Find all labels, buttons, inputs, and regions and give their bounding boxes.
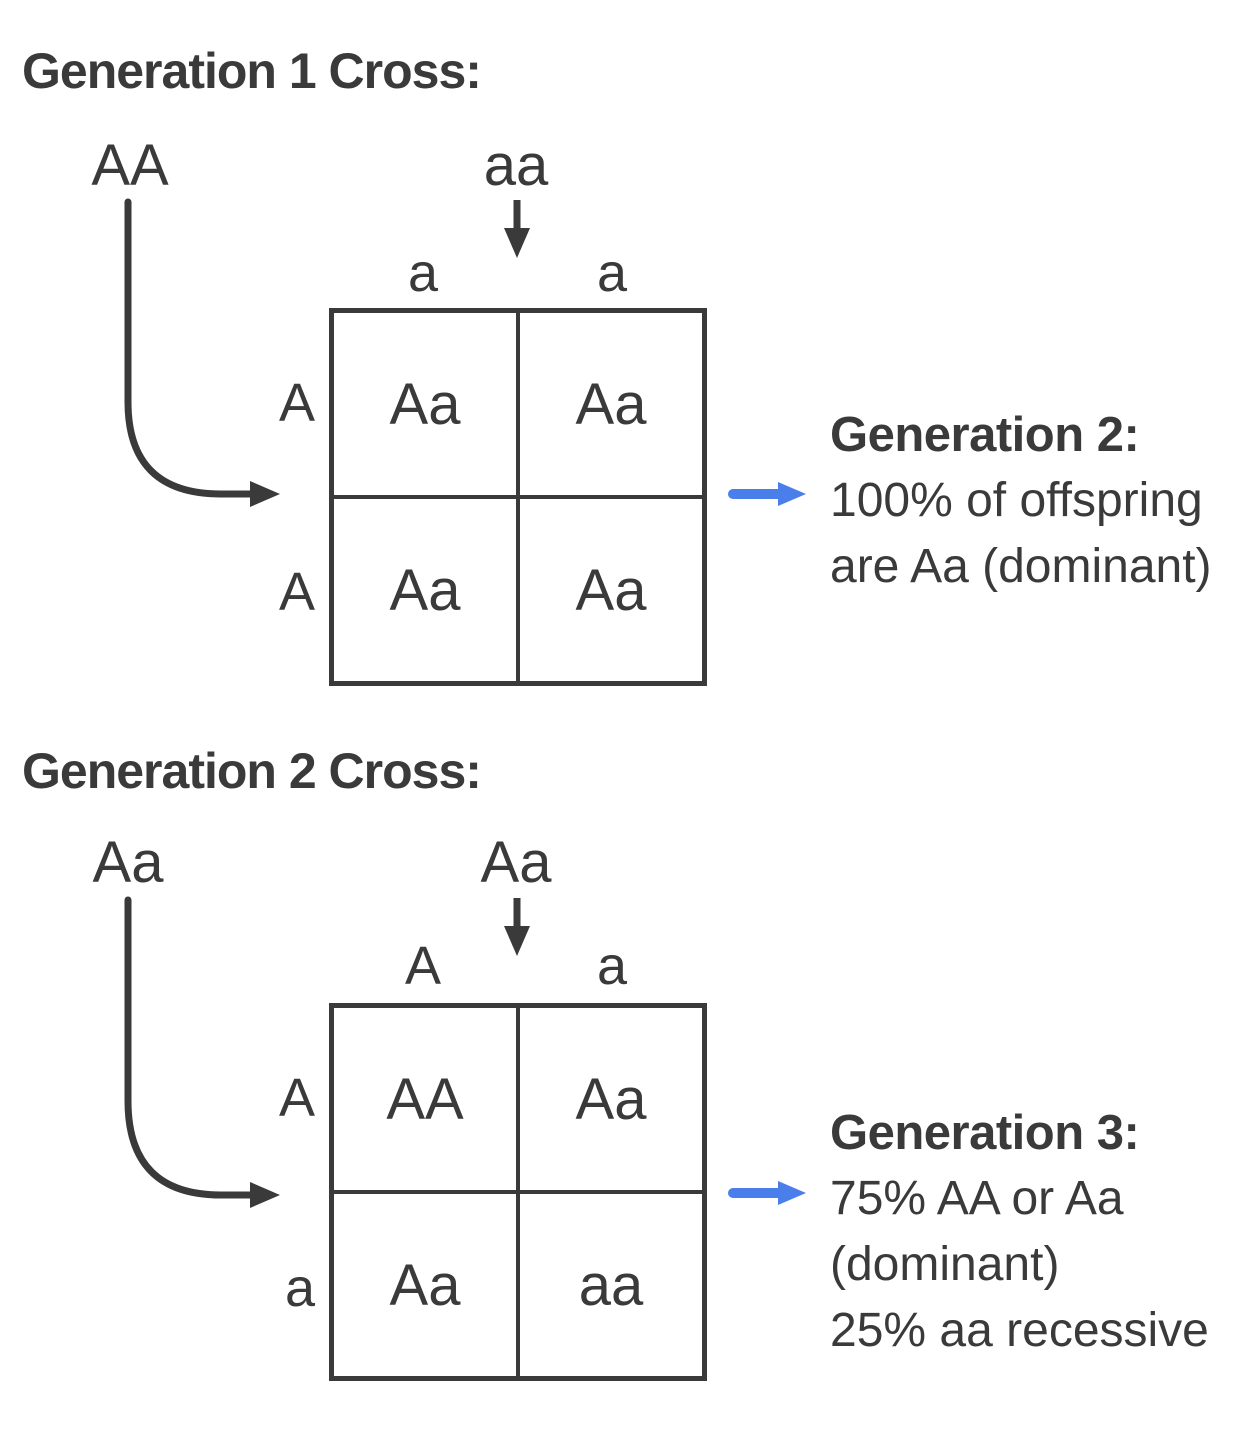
result-block: Generation 2: 100% of offspring are Aa (… xyxy=(830,402,1250,600)
parent-genotype-left: Aa xyxy=(92,830,164,895)
punnett-square: AA Aa Aa aa xyxy=(329,1003,707,1381)
section1-heading: Generation 1 Cross: xyxy=(22,43,482,99)
result-line: 25% aa recessive xyxy=(830,1304,1209,1357)
punnett-cell: Aa xyxy=(518,497,702,681)
punnett-cell: Aa xyxy=(518,1008,702,1192)
result-title: Generation 2: xyxy=(830,408,1140,462)
punnett-cell: AA xyxy=(334,1008,518,1192)
row-header: A xyxy=(278,373,315,433)
col-header: a xyxy=(596,936,628,996)
punnett-cell: Aa xyxy=(334,313,518,497)
punnett-cell: Aa xyxy=(334,1192,518,1376)
result-line: are Aa (dominant) xyxy=(830,540,1212,593)
punnett-cell: Aa xyxy=(334,497,518,681)
curved-cross-arrow-icon xyxy=(124,896,280,1208)
col-header: a xyxy=(596,243,628,303)
row-header: a xyxy=(284,1258,315,1318)
result-title: Generation 3: xyxy=(830,1106,1140,1160)
row-header: A xyxy=(278,562,315,622)
section2-heading: Generation 2 Cross: xyxy=(22,743,482,799)
punnett-cell: aa xyxy=(518,1192,702,1376)
row-header: A xyxy=(278,1068,315,1128)
result-line: 100% of offspring xyxy=(830,474,1203,527)
col-header: a xyxy=(407,243,439,303)
result-line: 75% AA or Aa xyxy=(830,1172,1124,1225)
parent-genotype-left: AA xyxy=(91,133,169,198)
parent-genotype-top: Aa xyxy=(480,830,552,895)
result-block: Generation 3: 75% AA or Aa (dominant) 25… xyxy=(830,1100,1250,1364)
punnett-cell: Aa xyxy=(518,313,702,497)
punnett-square: Aa Aa Aa Aa xyxy=(329,308,707,686)
col-header: A xyxy=(404,936,442,996)
curved-cross-arrow-icon xyxy=(124,198,280,507)
result-line: (dominant) xyxy=(830,1238,1060,1291)
parent-genotype-top: aa xyxy=(483,133,549,198)
